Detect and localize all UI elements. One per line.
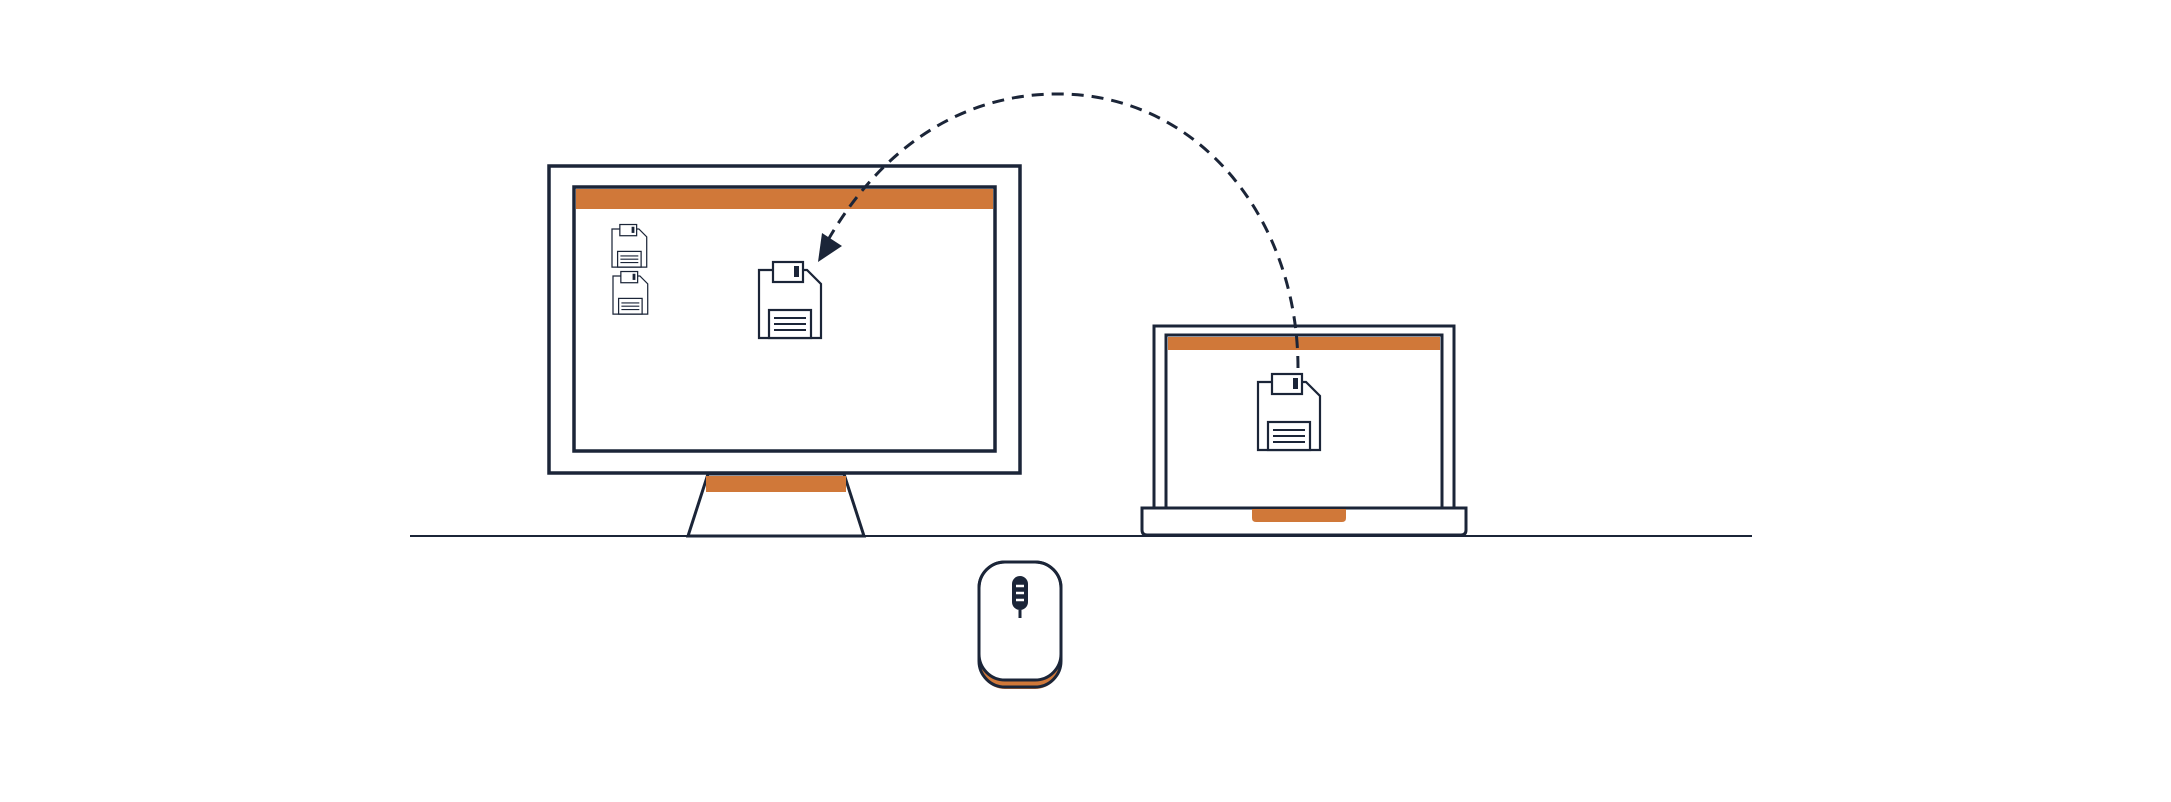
arrowhead-icon bbox=[818, 233, 842, 262]
floppy-disk-icon[interactable] bbox=[1256, 372, 1322, 452]
laptop-window-titlebar bbox=[1168, 337, 1440, 350]
floppy-disk-icon[interactable] bbox=[612, 270, 649, 315]
transfer-arrow bbox=[818, 92, 1300, 369]
floppy-disk-icon[interactable] bbox=[757, 260, 823, 340]
desktop-monitor bbox=[547, 164, 1022, 538]
mouse-body-outline bbox=[977, 560, 1063, 689]
floppy-disk-icon[interactable] bbox=[611, 223, 648, 268]
monitor-stand-accent bbox=[706, 476, 846, 492]
laptop-touchpad-notch bbox=[1252, 509, 1346, 522]
mouse-icon[interactable] bbox=[977, 560, 1063, 689]
laptop bbox=[1140, 324, 1468, 537]
monitor-window-titlebar bbox=[576, 189, 993, 209]
dashed-transfer-path bbox=[826, 92, 1300, 369]
